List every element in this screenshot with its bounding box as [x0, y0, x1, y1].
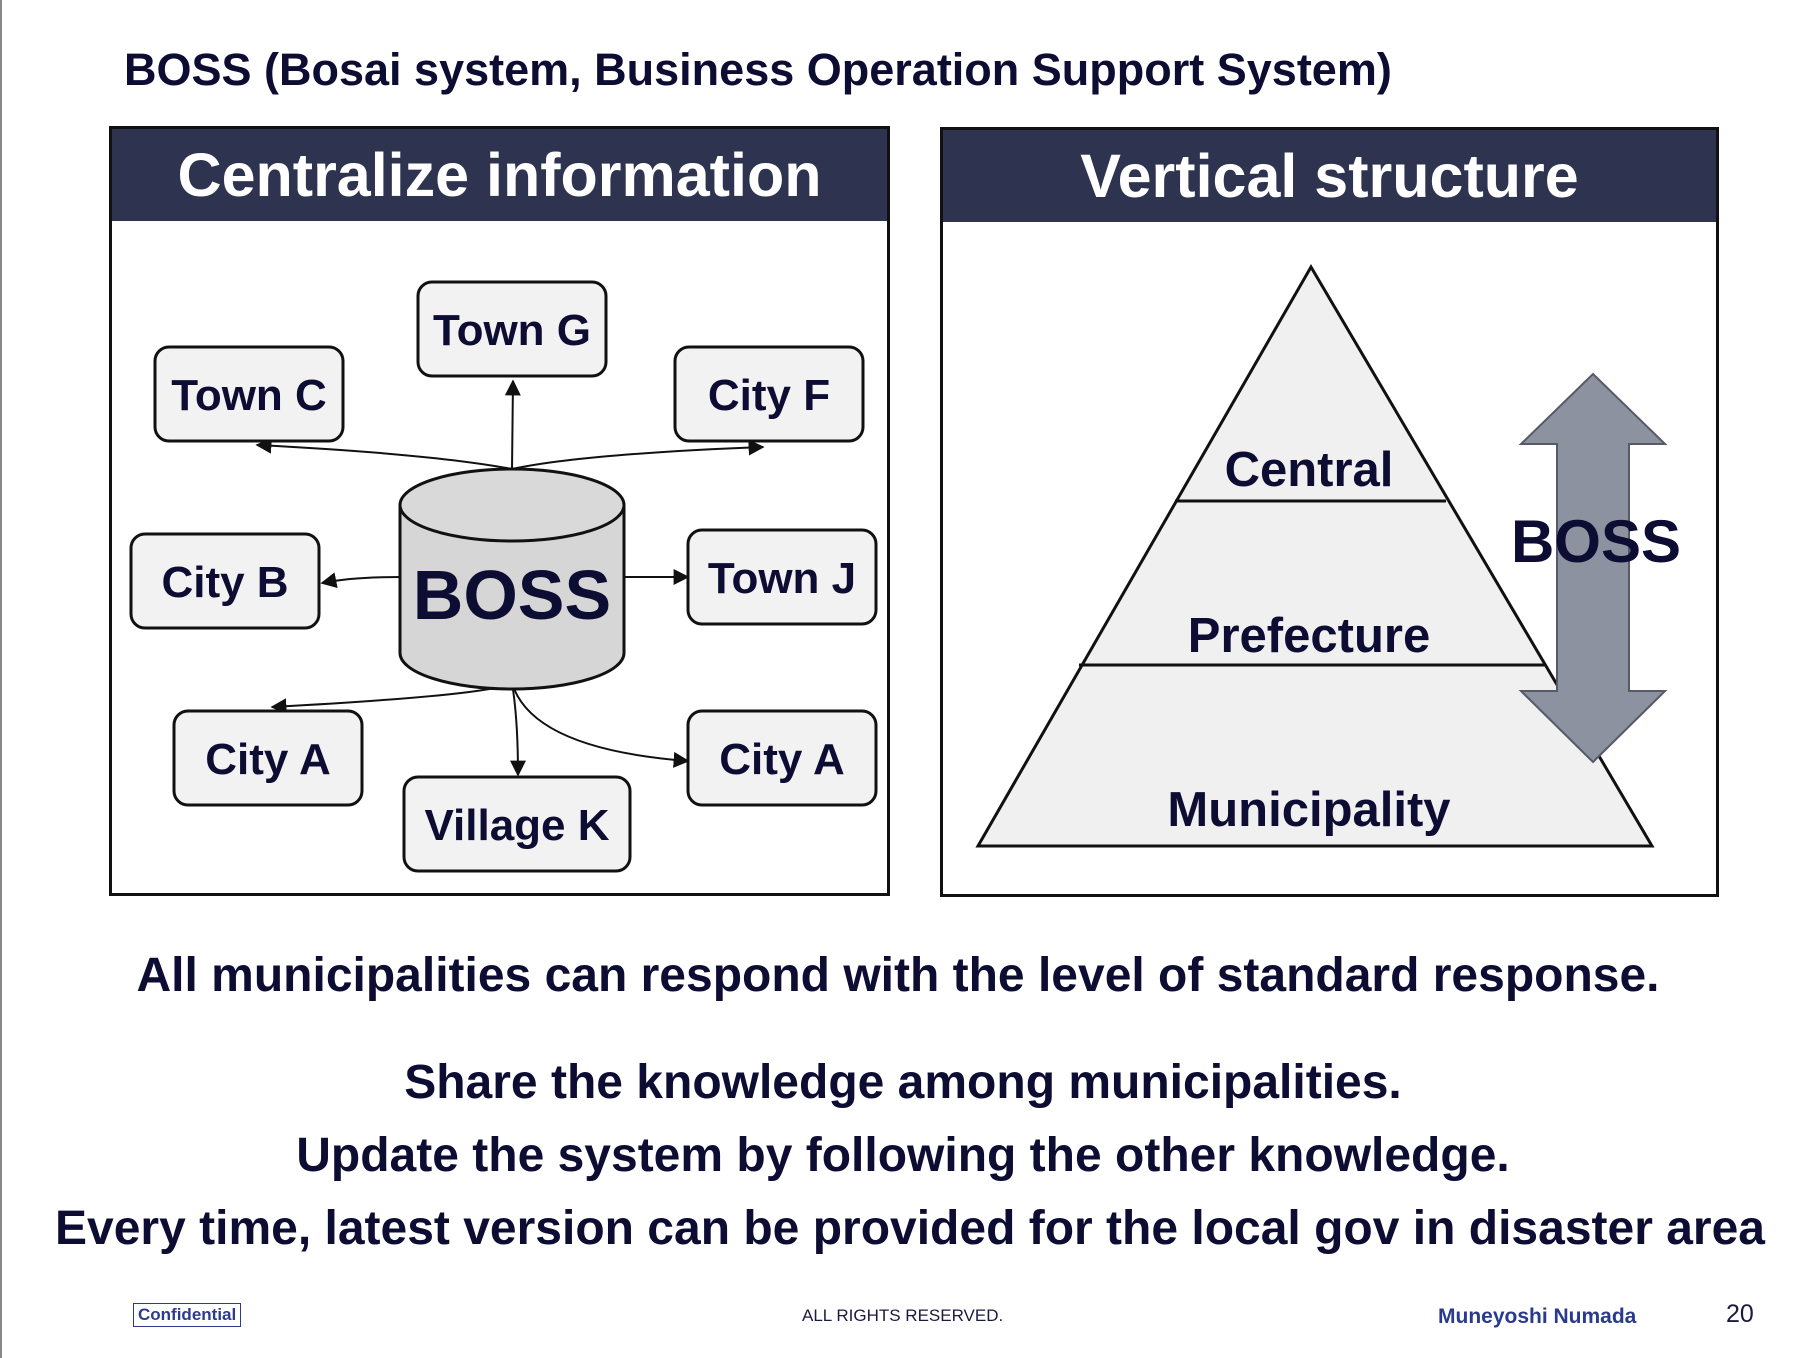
node-box-town-g — [416, 280, 608, 378]
node-town-j: Town J — [708, 554, 856, 603]
page-number: 20 — [1726, 1300, 1754, 1328]
pyramid-diagram: Central Prefecture Municipality BOSS — [975, 264, 1681, 848]
message-latest-version: Every time, latest version can be provid… — [55, 1202, 1765, 1255]
arrow-to-town-g — [504, 379, 521, 470]
arrow-to-city-b — [320, 572, 403, 589]
centralize-panel-header: Centralize information — [112, 129, 887, 221]
level-prefecture: Prefecture — [1188, 609, 1430, 663]
node-box-city-b — [129, 532, 321, 630]
arrow-to-town-c — [255, 437, 513, 470]
node-box-city-f — [673, 345, 865, 443]
centralize-diagram: BOSS Town G Town C City F City B Town J … — [129, 280, 878, 873]
node-town-g: Town G — [433, 306, 591, 355]
rights-text: ALL RIGHTS RESERVED. — [802, 1306, 1004, 1325]
node-city-a-left: City A — [205, 735, 331, 784]
message-update-system: Update the system by following the other… — [296, 1129, 1510, 1182]
vertical-structure-panel: Vertical structure Central Prefecture Mu… — [940, 127, 1719, 897]
boss-arrow-label: BOSS — [1511, 508, 1681, 575]
double-arrow-icon — [1518, 372, 1668, 764]
boss-center-label: BOSS — [413, 556, 611, 634]
node-city-f: City F — [708, 371, 830, 420]
node-box-town-c — [153, 345, 345, 443]
node-box-city-a-left — [172, 709, 364, 807]
node-box-village-k — [402, 775, 632, 873]
arrow-to-city-f — [511, 439, 765, 470]
level-central: Central — [1225, 443, 1394, 497]
author-name: Muneyoshi Numada — [1438, 1305, 1637, 1328]
node-city-b: City B — [161, 558, 288, 607]
message-standard-response: All municipalities can respond with the … — [136, 949, 1660, 1002]
node-box-town-j — [686, 528, 878, 626]
boss-database-icon — [398, 467, 626, 691]
node-box-city-a-right — [686, 709, 878, 807]
node-city-a-right: City A — [719, 735, 845, 784]
pyramid-shape — [975, 264, 1655, 848]
slide-title: BOSS (Bosai system, Business Operation S… — [124, 44, 1392, 95]
message-share-knowledge: Share the knowledge among municipalities… — [404, 1056, 1402, 1109]
centralize-panel: Centralize information — [109, 126, 890, 896]
node-town-c: Town C — [171, 371, 327, 420]
node-village-k: Village K — [424, 801, 609, 850]
level-municipality: Municipality — [1167, 783, 1450, 837]
confidential-badge: Confidential — [133, 1303, 242, 1327]
arrow-to-city-a-right — [511, 682, 690, 768]
vertical-structure-panel-header: Vertical structure — [943, 130, 1716, 222]
